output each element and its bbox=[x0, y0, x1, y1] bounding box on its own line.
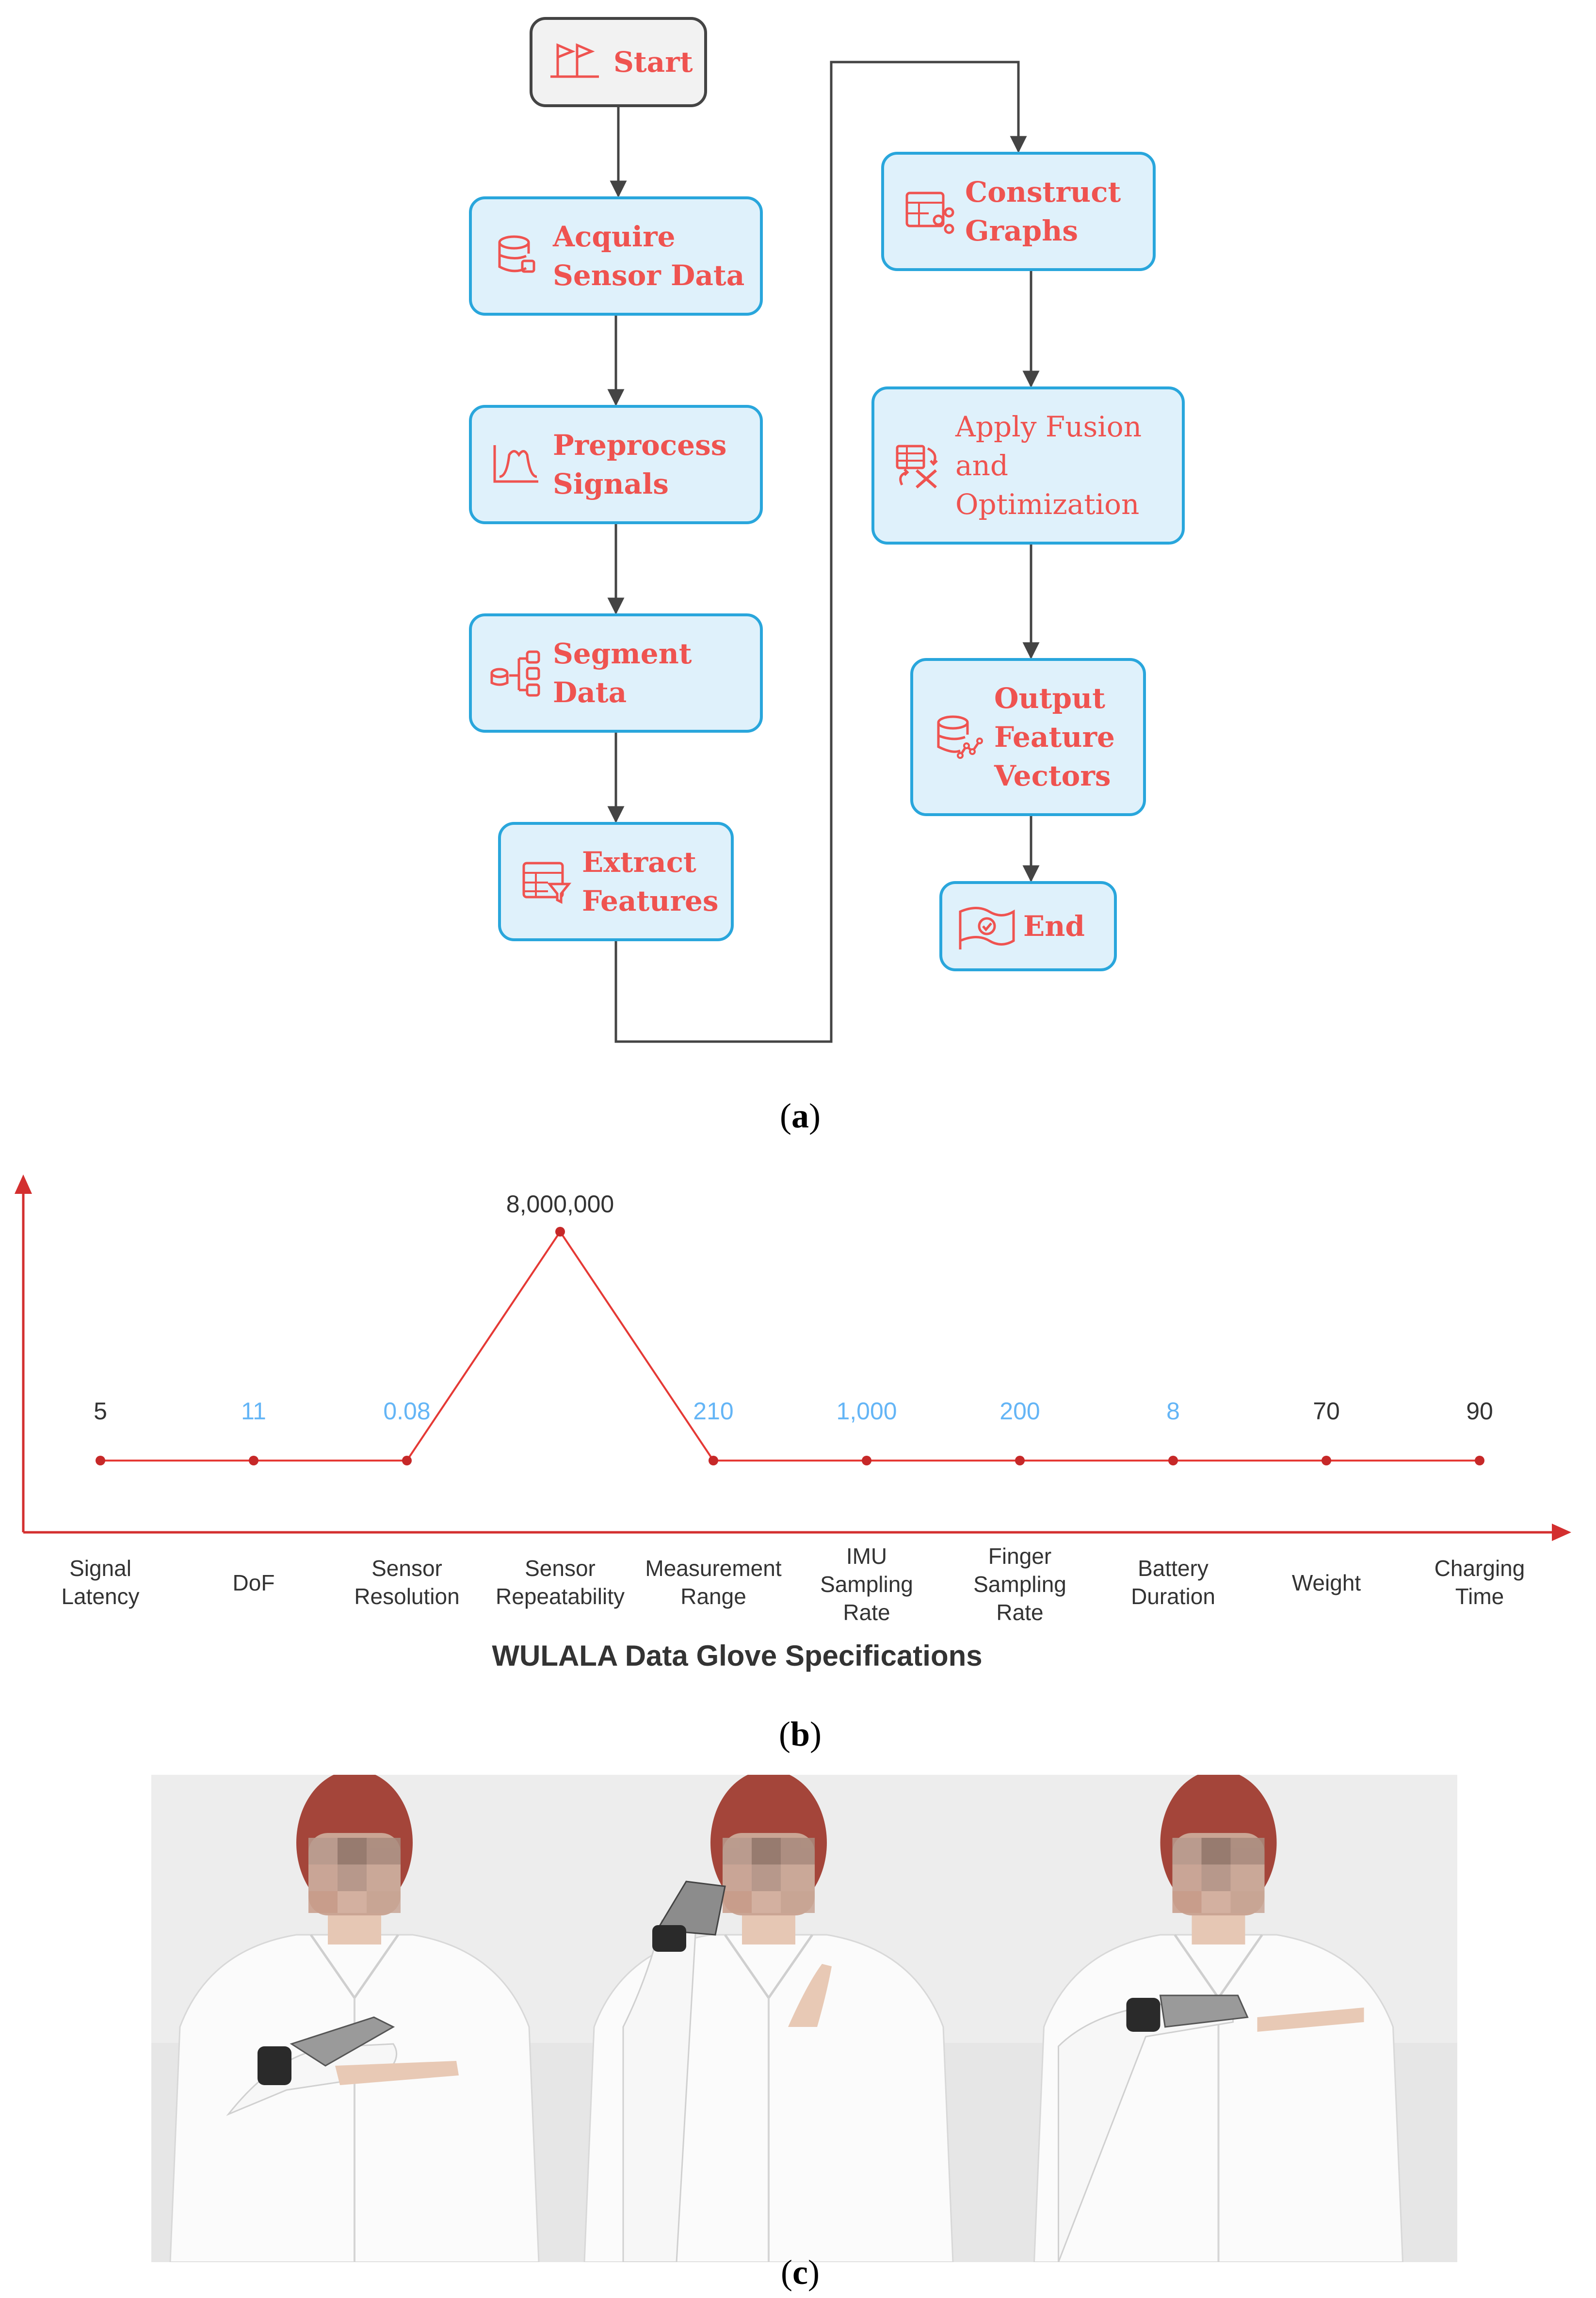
chart-axes bbox=[15, 1174, 1571, 1541]
tick-label: Duration bbox=[1131, 1584, 1215, 1609]
photo-2 bbox=[558, 1775, 980, 2262]
node-text: Apply Fusion bbox=[955, 410, 1142, 443]
node-text: Optimization bbox=[955, 488, 1139, 521]
node-text: Extract bbox=[582, 846, 696, 879]
tick-label: Repeatability bbox=[496, 1584, 625, 1609]
person-figure bbox=[151, 1775, 558, 2262]
data-label: 5 bbox=[94, 1398, 107, 1425]
node-text: Preprocess bbox=[553, 429, 726, 462]
panel-label-c: (c) bbox=[752, 2252, 849, 2293]
node-text: Start bbox=[613, 46, 693, 79]
axis-lines bbox=[23, 1189, 1557, 1532]
node-end: End bbox=[941, 883, 1115, 970]
node-text: Signals bbox=[553, 467, 669, 500]
tick-label: Rate bbox=[843, 1600, 890, 1625]
tick-label: Sensor bbox=[525, 1556, 596, 1581]
tick-label: Resolution bbox=[354, 1584, 459, 1609]
panel-label-a: (a) bbox=[752, 1096, 849, 1136]
photo-1 bbox=[151, 1775, 558, 2262]
tick-label: IMU bbox=[846, 1543, 887, 1569]
node-text: and bbox=[955, 449, 1008, 482]
node-start: Start bbox=[531, 18, 706, 106]
data-point bbox=[862, 1456, 871, 1465]
data-label: 8,000,000 bbox=[506, 1190, 614, 1218]
data-label: 210 bbox=[693, 1398, 733, 1425]
node-text: Construct bbox=[965, 176, 1121, 209]
data-label: 70 bbox=[1313, 1398, 1340, 1425]
data-point bbox=[249, 1456, 258, 1465]
data-label: 11 bbox=[241, 1398, 266, 1425]
tick-label: Battery bbox=[1138, 1556, 1209, 1581]
data-label: 90 bbox=[1466, 1398, 1493, 1425]
tick-label: Sampling bbox=[973, 1572, 1066, 1597]
node-text: Feature bbox=[994, 721, 1115, 754]
tick-label: Time bbox=[1455, 1584, 1504, 1609]
tick-label: Rate bbox=[996, 1600, 1043, 1625]
tick-label: Weight bbox=[1292, 1570, 1361, 1595]
data-point bbox=[402, 1456, 412, 1465]
data-point bbox=[1015, 1456, 1025, 1465]
node-text: Sensor Data bbox=[553, 259, 744, 292]
person-figure bbox=[558, 1775, 980, 2262]
node-text: Output bbox=[994, 682, 1105, 715]
tick-label: Sampling bbox=[820, 1572, 913, 1597]
node-text: Segment bbox=[553, 637, 692, 670]
tick-label: Finger bbox=[988, 1543, 1051, 1569]
data-label: 0.08 bbox=[383, 1398, 430, 1425]
tick-label: Range bbox=[680, 1584, 746, 1609]
node-text: Vectors bbox=[994, 759, 1111, 792]
data-point bbox=[1475, 1456, 1484, 1465]
node-text: End bbox=[1023, 910, 1085, 943]
chart-title: WULALA Data Glove Specifications bbox=[492, 1639, 982, 1672]
person-figure bbox=[980, 1775, 1457, 2262]
data-point bbox=[96, 1456, 105, 1465]
tick-label: Latency bbox=[61, 1584, 139, 1609]
data-point bbox=[1168, 1456, 1178, 1465]
data-point bbox=[709, 1456, 718, 1465]
data-label: 200 bbox=[1000, 1398, 1040, 1425]
node-text: Data bbox=[553, 676, 627, 709]
tick-label: Signal bbox=[69, 1556, 131, 1581]
data-point bbox=[1322, 1456, 1331, 1465]
tick-label: Sensor bbox=[371, 1556, 442, 1581]
node-text: Acquire bbox=[552, 220, 676, 253]
photo-3 bbox=[980, 1775, 1457, 2262]
tick-label: DoF bbox=[233, 1570, 275, 1595]
chart-series bbox=[96, 1227, 1484, 1465]
x-axis-arrow bbox=[1552, 1524, 1571, 1541]
panel-label-b: (b) bbox=[752, 1714, 849, 1754]
data-label: 8 bbox=[1166, 1398, 1180, 1425]
data-point bbox=[555, 1227, 565, 1237]
y-axis-arrow bbox=[15, 1174, 32, 1194]
series-line bbox=[100, 1232, 1480, 1461]
tick-label: Charging bbox=[1435, 1556, 1525, 1581]
tick-label: Measurement bbox=[645, 1556, 781, 1581]
data-label: 1,000 bbox=[836, 1398, 897, 1425]
node-text: Graphs bbox=[965, 214, 1078, 247]
node-text: Features bbox=[582, 884, 719, 917]
